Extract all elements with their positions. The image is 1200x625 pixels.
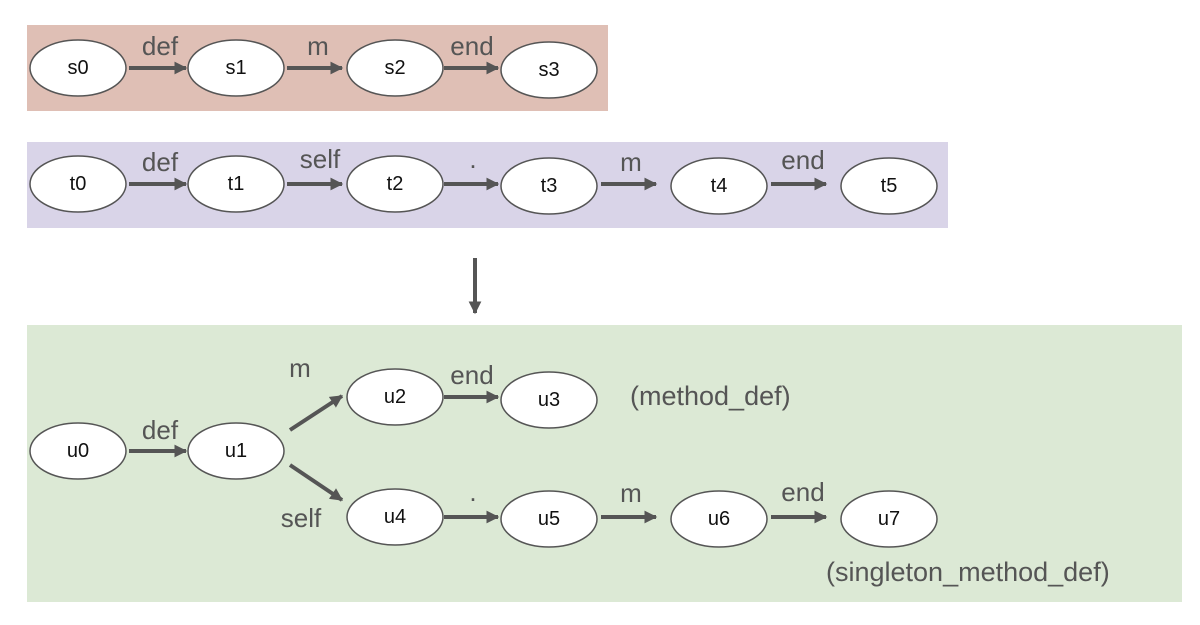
edge-label-t2-t3: .: [469, 144, 476, 174]
annotation-singleton-method-def: (singleton_method_def): [826, 557, 1110, 587]
node-s2: [346, 39, 444, 97]
annotation-method-def: (method_def): [630, 381, 791, 411]
node-label-u6: u6: [708, 508, 730, 530]
node-label-s1: s1: [225, 57, 246, 79]
edge-u1-u4: [288, 463, 344, 502]
node-t3: [500, 157, 598, 215]
node-label-t0: t0: [70, 173, 87, 195]
node-label-t1: t1: [228, 173, 245, 195]
edge-label-u4-u5: .: [469, 477, 476, 507]
node-t5: [840, 157, 938, 215]
edge-label-u5-u6: m: [620, 478, 642, 508]
node-t4: [670, 157, 768, 215]
node-label-s2: s2: [384, 57, 405, 79]
node-u2: [346, 368, 444, 426]
node-label-u3: u3: [538, 389, 560, 411]
node-u5: [500, 490, 598, 548]
node-label-s3: s3: [538, 59, 559, 81]
node-s0: [29, 39, 127, 97]
edge-label-s2-s3: end: [450, 31, 493, 61]
edge-label-u1-u4: self: [281, 503, 322, 533]
node-u3: [500, 371, 598, 429]
edge-label-t3-t4: m: [620, 147, 642, 177]
node-label-t5: t5: [881, 175, 898, 197]
panel-t-graph: def self . m end t0 t1 t2 t3 t4 t5: [29, 144, 938, 215]
panel-u-graph: def m end self . m end u0 u1 u2 u3 u4 u5…: [29, 353, 1110, 587]
node-label-u2: u2: [384, 386, 406, 408]
node-s3: [500, 41, 598, 99]
edge-u1-u2: [288, 394, 344, 432]
node-label-t4: t4: [711, 175, 728, 197]
node-u1: [187, 422, 285, 480]
edge-label-t0-t1: def: [142, 147, 179, 177]
node-label-u1: u1: [225, 440, 247, 462]
edge-label-t1-t2: self: [300, 144, 341, 174]
edge-label-s0-s1: def: [142, 31, 179, 61]
node-t1: [187, 155, 285, 213]
node-label-u5: u5: [538, 508, 560, 530]
edge-label-u6-u7: end: [781, 477, 824, 507]
node-s1: [187, 39, 285, 97]
node-label-u0: u0: [67, 440, 89, 462]
edge-label-u0-u1: def: [142, 415, 179, 445]
edge-label-t4-t5: end: [781, 145, 824, 175]
node-label-t3: t3: [541, 175, 558, 197]
node-label-t2: t2: [387, 173, 404, 195]
node-label-s0: s0: [67, 57, 88, 79]
node-label-u7: u7: [878, 508, 900, 530]
panel-s-graph: def m end s0 s1 s2 s3: [29, 31, 598, 99]
node-u0: [29, 422, 127, 480]
node-t0: [29, 155, 127, 213]
node-u7: [840, 490, 938, 548]
edge-label-u1-u2: m: [289, 353, 311, 383]
edge-label-u2-u3: end: [450, 360, 493, 390]
node-t2: [346, 155, 444, 213]
node-u4: [346, 488, 444, 546]
edge-label-s1-s2: m: [307, 31, 329, 61]
node-label-u4: u4: [384, 506, 406, 528]
node-u6: [670, 490, 768, 548]
